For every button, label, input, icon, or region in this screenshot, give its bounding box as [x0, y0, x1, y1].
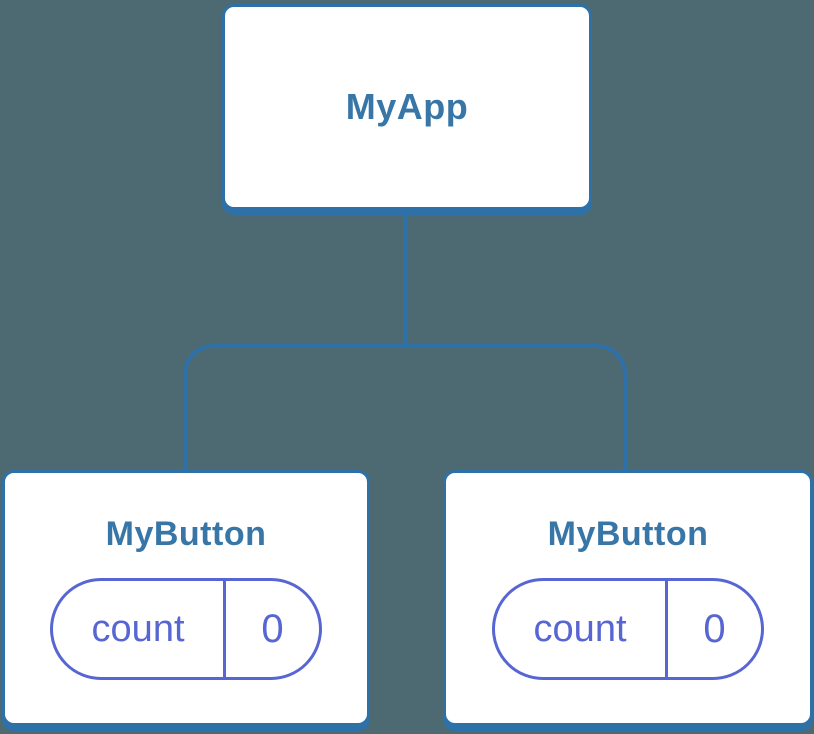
- child-component-label: MyButton: [547, 515, 709, 553]
- root-component-node: MyApp: [222, 4, 592, 210]
- pill-divider: [223, 581, 227, 677]
- state-value: 0: [261, 606, 284, 651]
- state-pill: count 0: [50, 578, 322, 680]
- child-component-node-right: MyButton count 0: [443, 470, 813, 726]
- pill-divider: [665, 581, 669, 677]
- state-pill: count 0: [492, 578, 764, 680]
- state-name: count: [533, 607, 627, 650]
- child-component-node-left: MyButton count 0: [2, 470, 370, 726]
- state-name: count: [91, 607, 185, 650]
- child-component-label: MyButton: [105, 515, 267, 553]
- connector-stem-line: [403, 212, 407, 346]
- root-component-label: MyApp: [345, 86, 469, 127]
- state-value: 0: [703, 606, 726, 651]
- connector-branch-bracket: [183, 344, 627, 470]
